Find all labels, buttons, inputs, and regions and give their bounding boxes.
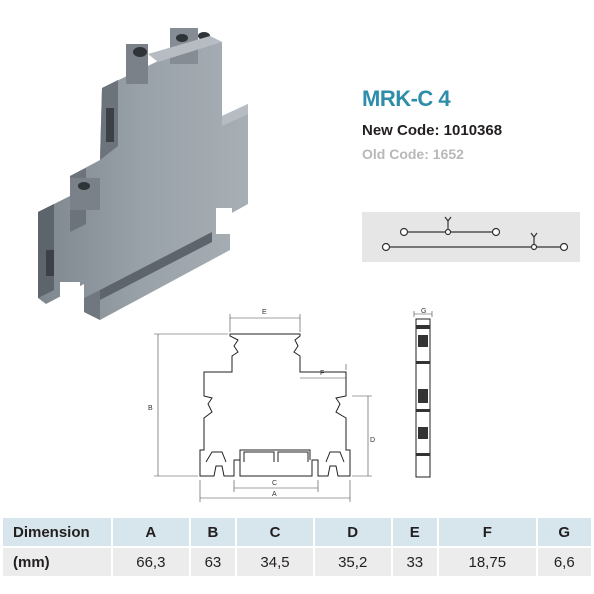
value-c: 34,5 <box>235 547 314 576</box>
dim-label-c: C <box>272 480 277 487</box>
side-view-drawing: G <box>413 308 433 478</box>
row-label-unit: (mm) <box>3 547 112 576</box>
new-code: New Code: 1010368 <box>362 122 503 139</box>
product-title: MRK-C 4 <box>362 86 451 111</box>
header-a: A <box>111 518 190 548</box>
value-a: 66,3 <box>111 547 190 576</box>
terminal-block-photo <box>38 28 248 320</box>
header-e: E <box>390 518 439 548</box>
dim-label-d: D <box>370 437 375 444</box>
value-d: 35,2 <box>312 547 392 576</box>
row-label-dimension: Dimension <box>3 518 112 548</box>
value-b: 63 <box>188 547 237 576</box>
header-b: B <box>188 518 237 548</box>
value-e: 33 <box>390 547 439 576</box>
value-f: 18,75 <box>437 547 537 576</box>
dim-label-g: G <box>421 308 426 315</box>
header-c: C <box>235 518 314 548</box>
dim-label-f: F <box>320 370 324 377</box>
dimension-table: Dimension A B C D E F G (mm) 66,3 63 34,… <box>3 518 591 576</box>
header-d: D <box>312 518 392 548</box>
dim-label-b: B <box>148 405 153 412</box>
value-g: 6,6 <box>535 547 591 576</box>
header-g: G <box>535 518 591 548</box>
dimension-drawing: E B F D C A <box>148 309 375 502</box>
dim-label-a: A <box>272 491 277 498</box>
old-code: Old Code: 1652 <box>362 146 464 162</box>
dim-label-e: E <box>262 309 267 316</box>
wiring-schematic <box>362 212 580 262</box>
header-f: F <box>437 518 537 548</box>
schematic-diagram <box>381 216 569 252</box>
table-header-row: Dimension A B C D E F G <box>3 518 591 548</box>
table-value-row: (mm) 66,3 63 34,5 35,2 33 18,75 6,6 <box>3 547 591 576</box>
